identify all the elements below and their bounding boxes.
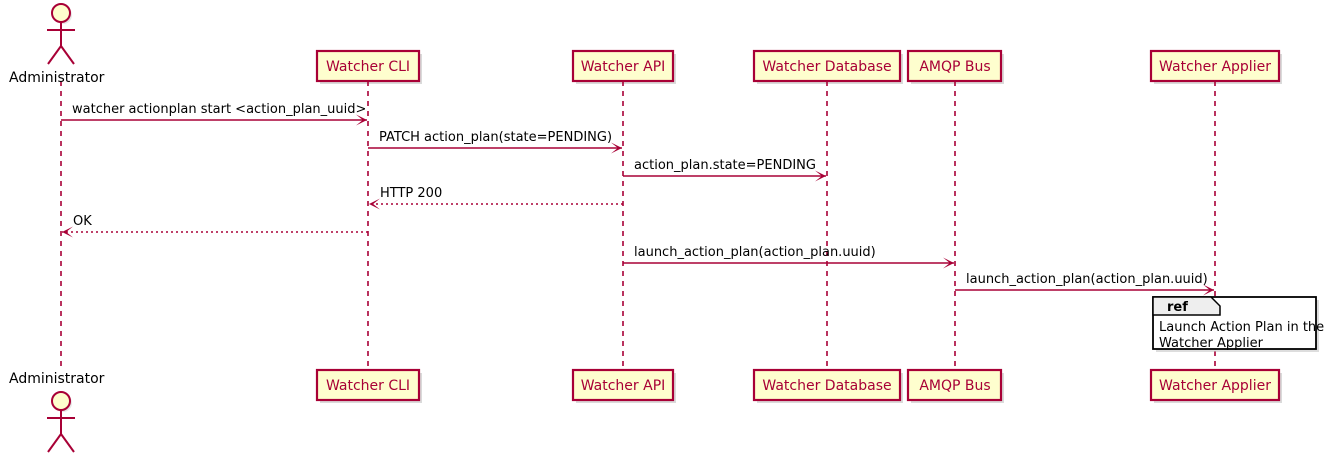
participant-footer-layer: Watcher CLI Watcher API Watcher Database AM… — [315, 368, 1282, 403]
actor-administrator[interactable]: Administrator — [9, 3, 105, 86]
message-label: OK — [73, 214, 92, 229]
participant-label: Watcher API — [581, 59, 666, 75]
ref-tab — [1152, 296, 1221, 316]
participant-label: Watcher Applier — [1159, 59, 1271, 75]
participant-label: AMQP Bus — [919, 378, 990, 394]
actor-head-icon — [51, 391, 71, 411]
message-label: watcher actionplan start <action_plan_uu… — [72, 102, 366, 117]
participant-header-watcher-database[interactable]: Watcher Database — [752, 49, 903, 84]
participant-label: Watcher Database — [762, 59, 891, 75]
participant-label: Watcher API — [581, 378, 666, 394]
participant-box[interactable] — [571, 49, 675, 83]
ref-keyword: ref — [1167, 300, 1188, 315]
lifeline-layer — [60, 81, 1216, 370]
participant-footer-watcher-database[interactable]: Watcher Database — [752, 368, 903, 403]
participant-footer-watcher-cli[interactable]: Watcher CLI — [315, 368, 422, 403]
actor-leg-left — [47, 433, 62, 453]
actor-head-icon — [51, 3, 71, 23]
message-arrowhead — [611, 142, 622, 154]
participant-box[interactable] — [315, 49, 421, 83]
message-label: PATCH action_plan(state=PENDING) — [379, 130, 612, 145]
message-msg-launch-action-plan-applier[interactable]: launch_action_plan(action_plan.uuid) — [955, 272, 1214, 296]
participant-label: Watcher Database — [762, 378, 891, 394]
message-msg-action-plan-state-pending[interactable]: action_plan.state=PENDING — [623, 158, 826, 182]
message-msg-patch-action-plan[interactable]: PATCH action_plan(state=PENDING) — [368, 130, 622, 154]
message-msg-watcher-actionplan-start[interactable]: watcher actionplan start <action_plan_uu… — [61, 102, 367, 126]
actor-label: Administrator — [9, 70, 105, 86]
message-arrowhead — [815, 170, 826, 182]
participant-box[interactable] — [906, 49, 1003, 83]
actor-administrator[interactable]: Administrator — [9, 371, 105, 453]
ref-body-line-1: Launch Action Plan in the — [1159, 320, 1324, 335]
participant-header-amqp-bus[interactable]: AMQP Bus — [906, 49, 1004, 84]
message-label: launch_action_plan(action_plan.uuid) — [966, 272, 1208, 287]
actor-leg-right — [60, 433, 75, 453]
participant-box[interactable] — [1149, 368, 1281, 402]
message-arrowhead — [62, 226, 73, 238]
ref-body-line-2: Watcher Applier — [1159, 336, 1264, 351]
participant-footer-watcher-applier[interactable]: Watcher Applier — [1149, 368, 1282, 403]
message-arrowhead — [356, 114, 367, 126]
participant-box[interactable] — [571, 368, 675, 402]
participant-footer-amqp-bus[interactable]: AMQP Bus — [906, 368, 1004, 403]
message-arrowhead — [1203, 284, 1214, 296]
participant-label: Watcher Applier — [1159, 378, 1271, 394]
message-layer: watcher actionplan start <action_plan_uu… — [61, 102, 1214, 296]
participant-header-watcher-applier[interactable]: Watcher Applier — [1149, 49, 1282, 84]
participant-box[interactable] — [906, 368, 1003, 402]
message-label: HTTP 200 — [380, 186, 442, 201]
participant-header-layer: Watcher CLI Watcher API Watcher Database AM… — [315, 49, 1282, 84]
participant-box[interactable] — [752, 368, 902, 402]
participant-label: AMQP Bus — [919, 59, 990, 75]
actor-label: Administrator — [9, 371, 105, 387]
actor-leg-right — [60, 45, 75, 65]
participant-label: Watcher CLI — [326, 59, 410, 75]
message-msg-ok[interactable]: OK — [62, 214, 368, 238]
actor-leg-left — [47, 45, 62, 65]
participant-box[interactable] — [315, 368, 421, 402]
participant-header-watcher-cli[interactable]: Watcher CLI — [315, 49, 422, 84]
message-arrowhead — [369, 198, 380, 210]
message-arrowhead — [943, 257, 954, 269]
participant-footer-watcher-api[interactable]: Watcher API — [571, 368, 676, 403]
message-msg-http-200[interactable]: HTTP 200 — [369, 186, 623, 210]
message-label: action_plan.state=PENDING — [634, 158, 816, 173]
participant-label: Watcher CLI — [326, 378, 410, 394]
message-msg-launch-action-plan-bus[interactable]: launch_action_plan(action_plan.uuid) — [623, 245, 954, 269]
participant-header-watcher-api[interactable]: Watcher API — [571, 49, 676, 84]
message-label: launch_action_plan(action_plan.uuid) — [634, 245, 876, 260]
